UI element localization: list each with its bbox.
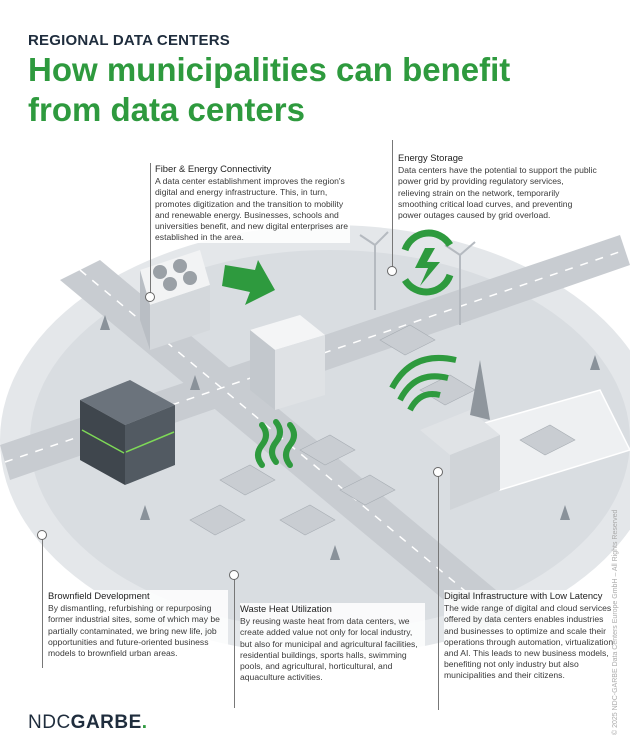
callout-brownfield-body: By dismantling, refurbishing or repurpos… xyxy=(48,603,220,659)
callout-energy-leader xyxy=(392,140,393,268)
wind-turbines xyxy=(359,231,476,325)
logo-part-2: GARBE xyxy=(70,712,142,733)
callout-brownfield-title: Brownfield Development xyxy=(48,590,150,601)
callout-energy-body: Data centers have the potential to suppo… xyxy=(398,165,597,221)
callout-energy: Energy Storage Data centers have the pot… xyxy=(398,152,598,222)
callout-waste-heat-title: Waste Heat Utilization xyxy=(240,603,332,614)
callout-waste-heat-marker xyxy=(229,570,239,580)
section-kicker: REGIONAL DATA CENTERS xyxy=(28,32,230,49)
trees xyxy=(100,315,600,560)
city-illustration xyxy=(0,225,630,655)
callout-digital: Digital Infrastructure with Low Latency … xyxy=(444,590,619,682)
callout-digital-body: The wide range of digital and cloud serv… xyxy=(444,603,614,681)
callout-digital-title: Digital Infrastructure with Low Latency xyxy=(444,590,603,601)
callout-fiber-title: Fiber & Energy Connectivity xyxy=(155,163,272,174)
office-building xyxy=(250,315,325,410)
page-title: How municipalities can benefit from data… xyxy=(28,51,511,128)
logo-dot: . xyxy=(141,712,148,733)
callout-digital-marker xyxy=(433,467,443,477)
callout-waste-heat: Waste Heat Utilization By reusing waste … xyxy=(240,603,425,684)
callout-energy-marker xyxy=(387,266,397,276)
fiber-arrow-icon xyxy=(222,260,275,305)
callout-fiber: Fiber & Energy Connectivity A data cente… xyxy=(155,163,350,244)
callout-waste-heat-body: By reusing waste heat from data centers,… xyxy=(240,616,418,683)
callout-brownfield-leader xyxy=(42,538,43,668)
callout-brownfield: Brownfield Development By dismantling, r… xyxy=(48,590,228,660)
church xyxy=(420,360,500,510)
callout-digital-leader xyxy=(438,475,439,710)
callout-fiber-body: A data center establishment improves the… xyxy=(155,176,348,243)
logo-part-1: NDC xyxy=(28,712,71,733)
renewable-energy-icon xyxy=(401,229,454,296)
callout-waste-heat-leader xyxy=(234,578,235,708)
callout-fiber-leader xyxy=(150,163,151,295)
data-center-building xyxy=(140,250,210,350)
copyright-notice: © 2025 NDC-GARBE Data Centers Europe Gmb… xyxy=(612,509,619,735)
wifi-signal-icon xyxy=(389,354,457,412)
dark-data-center xyxy=(80,380,175,485)
waste-heat-icon xyxy=(255,419,297,468)
callout-brownfield-marker xyxy=(37,530,47,540)
ndc-garbe-logo: NDCGARBE. xyxy=(28,712,148,734)
callout-fiber-marker xyxy=(145,292,155,302)
callout-energy-title: Energy Storage xyxy=(398,152,464,163)
